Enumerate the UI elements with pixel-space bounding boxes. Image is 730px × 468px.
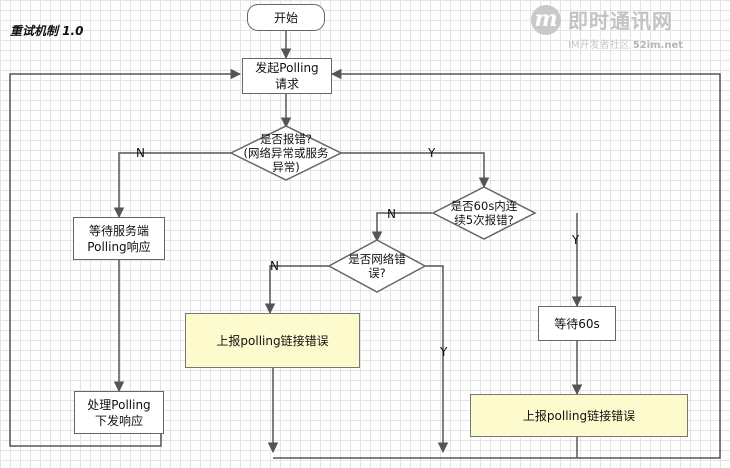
edge-label-is-error-yes: Y bbox=[428, 146, 436, 160]
logo-slogan-text: IM开发者社区 bbox=[568, 40, 630, 51]
handle-response-line1: 处理Polling bbox=[87, 397, 151, 412]
edge-net-yes bbox=[425, 265, 449, 454]
logo-name: 即时通讯网 bbox=[568, 9, 673, 33]
start-node-label: 开始 bbox=[273, 10, 298, 25]
report-error-left-label: 上报polling链接错误 bbox=[216, 333, 329, 348]
is-error-line1: 是否报错? bbox=[259, 132, 313, 146]
send-polling-node: 发起Polling 请求 bbox=[242, 58, 332, 94]
is-error-line2: (网络异常或服务 bbox=[243, 146, 329, 160]
edge-net-no bbox=[264, 265, 330, 315]
handle-response-node: 处理Polling 下发响应 bbox=[74, 391, 164, 434]
logo-url: 52im.net bbox=[632, 40, 684, 51]
decision-network-error bbox=[327, 239, 427, 293]
edge-is-error-no bbox=[113, 152, 232, 219]
wait-60s-label: 等待60s bbox=[554, 316, 600, 331]
report-error-right-node: 上报polling链接错误 bbox=[470, 394, 688, 437]
network-error-line2: 误? bbox=[368, 266, 386, 280]
decision-is-error bbox=[229, 125, 343, 181]
edge-consec-no bbox=[371, 212, 432, 243]
decision-consec-errors bbox=[431, 186, 537, 240]
start-node: 开始 bbox=[247, 4, 325, 31]
consec-errors-line2: 续5次报错? bbox=[454, 213, 514, 227]
watermark-logo: m 即时通讯网 IM开发者社区 52im.net bbox=[531, 3, 727, 51]
edge-bottom-loop bbox=[273, 68, 721, 459]
logo-slogan: IM开发者社区 52im.net bbox=[568, 36, 683, 51]
is-error-text: 是否报错? (网络异常或服务 异常) bbox=[231, 132, 341, 174]
edge-label-net-yes: Y bbox=[440, 345, 448, 359]
logo-m-icon: m bbox=[531, 5, 561, 35]
network-error-text: 是否网络错 误? bbox=[329, 252, 425, 280]
edge-handle-loop bbox=[9, 68, 242, 447]
consec-errors-line1: 是否60s内连 bbox=[450, 199, 518, 213]
consec-errors-text: 是否60s内连 续5次报错? bbox=[433, 199, 535, 227]
diagram-title: 重试机制 1.0 bbox=[10, 24, 84, 38]
network-error-line1: 是否网络错 bbox=[348, 252, 406, 266]
send-polling-line2: 请求 bbox=[274, 77, 299, 91]
edge-label-net-no: N bbox=[270, 259, 279, 273]
wait-response-line2: Polling响应 bbox=[87, 239, 151, 254]
edge-label-consec-yes: Y bbox=[572, 233, 580, 247]
edge-is-error-yes bbox=[340, 152, 490, 189]
report-error-left-node: 上报polling链接错误 bbox=[185, 313, 360, 368]
wait-response-node: 等待服务端 Polling响应 bbox=[73, 217, 165, 260]
is-error-line3: 异常) bbox=[272, 160, 300, 174]
wait-60s-node: 等待60s bbox=[538, 306, 616, 341]
edge-label-is-error-no: N bbox=[136, 146, 145, 160]
wait-response-line1: 等待服务端 bbox=[88, 223, 149, 238]
handle-response-line2: 下发响应 bbox=[94, 413, 143, 428]
edge-label-consec-no: N bbox=[387, 207, 396, 221]
report-error-right-label: 上报polling链接错误 bbox=[522, 408, 636, 423]
send-polling-line1: 发起Polling bbox=[255, 61, 319, 75]
